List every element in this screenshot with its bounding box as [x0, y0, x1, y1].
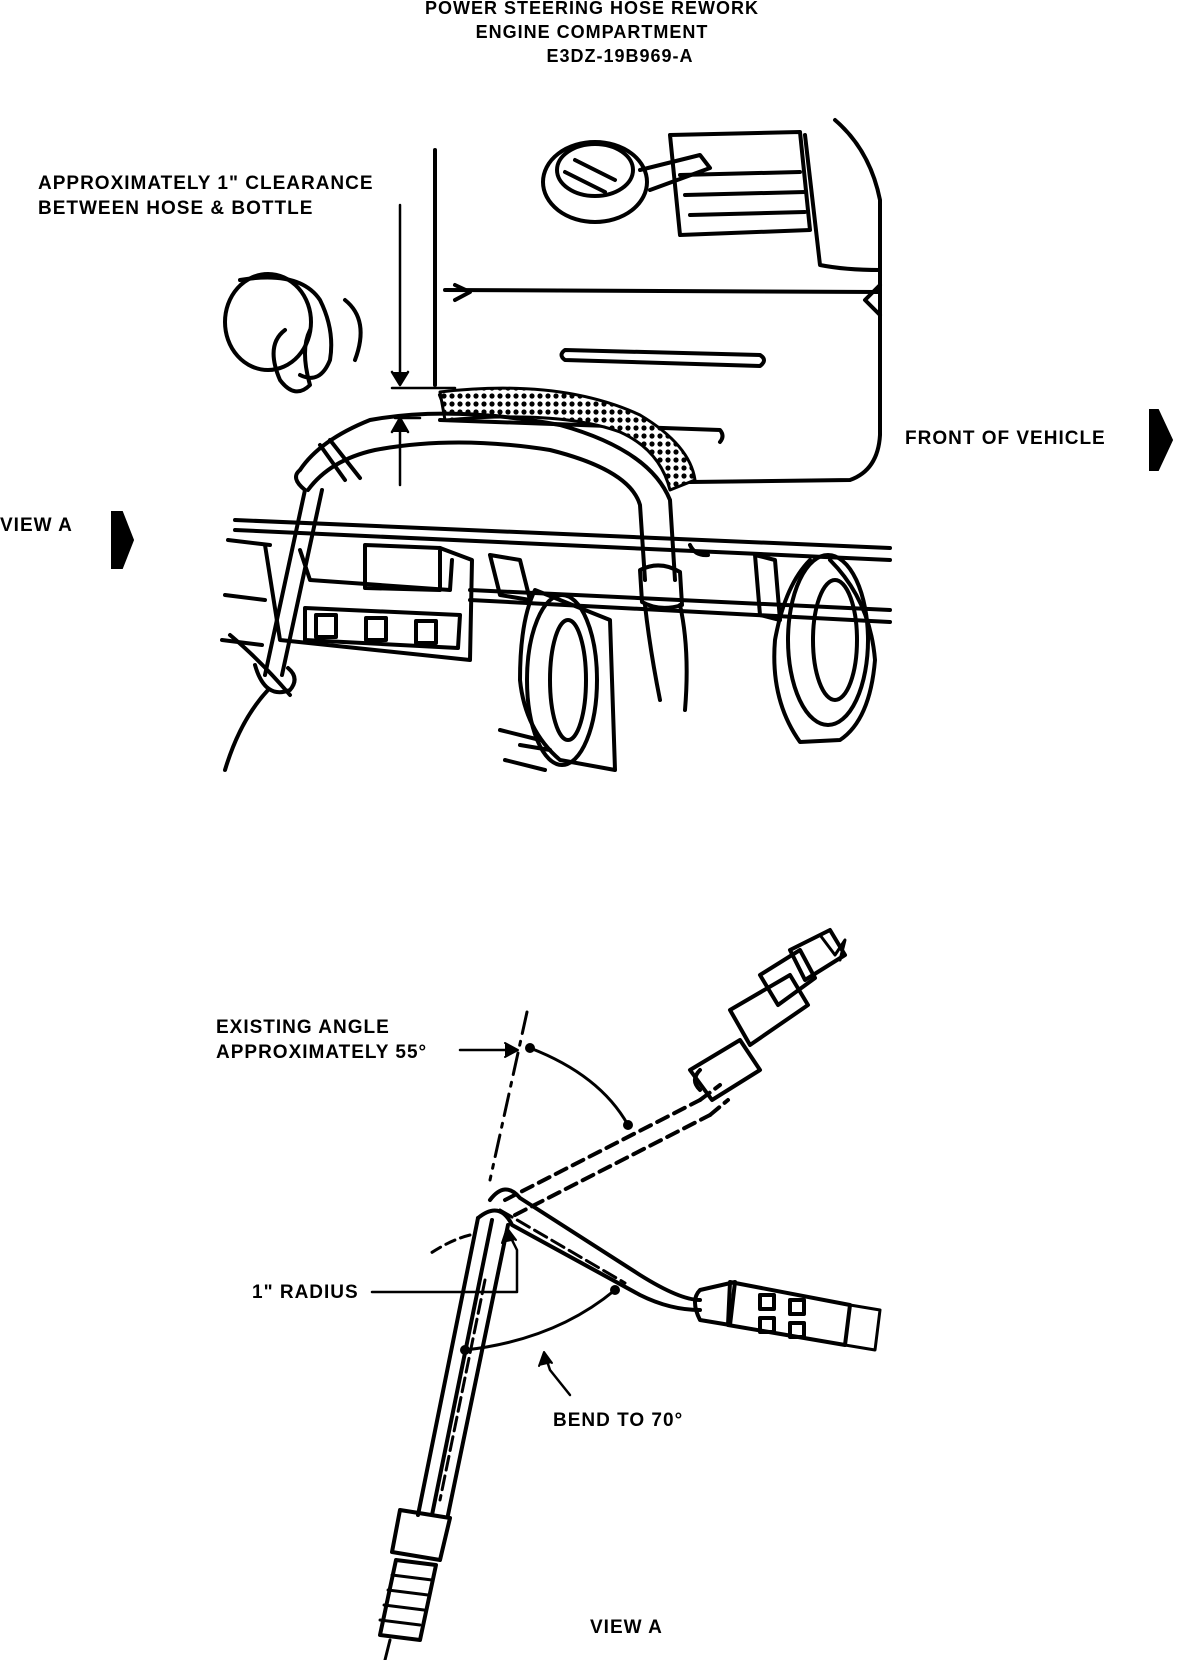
- existing-angle-label-line1: EXISTING ANGLE: [216, 1017, 390, 1038]
- front-of-vehicle-arrow-icon: [1149, 409, 1174, 471]
- radius-leader: [370, 1230, 519, 1294]
- view-a-pointer-label: VIEW A: [0, 515, 73, 536]
- engine-compartment-view: [220, 118, 892, 772]
- braided-hose-sleeve: [438, 386, 697, 492]
- reservoir-cap: [541, 140, 712, 224]
- existing-angle-arc: [528, 1046, 630, 1127]
- reservoir-bottle: [433, 118, 882, 484]
- existing-hose-position: [503, 1083, 730, 1217]
- diagram-title-line2: ENGINE COMPARTMENT: [475, 22, 709, 42]
- radius-label: 1" RADIUS: [252, 1282, 359, 1303]
- clearance-label-line2: BETWEEN HOSE & BOTTLE: [38, 198, 314, 219]
- horn-left: [488, 553, 617, 772]
- bend-label: BEND TO 70°: [553, 1410, 684, 1431]
- clearance-label-line1: APPROXIMATELY 1" CLEARANCE: [38, 173, 374, 194]
- module-bracket: [220, 538, 474, 662]
- view-a-diagram: [370, 928, 882, 1660]
- diagram-title-line1: POWER STEERING HOSE REWORK: [424, 0, 760, 18]
- existing-angle-label-line2: APPROXIMATELY 55°: [216, 1042, 428, 1063]
- reference-centerline: [488, 1010, 529, 1182]
- reworked-hose: [416, 1187, 702, 1517]
- bend-angle-arc: [463, 1288, 617, 1352]
- front-of-vehicle-label: FRONT OF VEHICLE: [905, 428, 1106, 449]
- power-steering-hose: [294, 411, 689, 712]
- diagram-part-number: E3DZ-19B969-A: [546, 46, 694, 66]
- wheel-well-edge: [223, 688, 270, 772]
- reworked-hose-end-fitting: [693, 1280, 882, 1352]
- view-a-arrow-icon: [111, 511, 135, 569]
- clearance-dimension: [390, 203, 457, 487]
- dipstick-handle: [223, 272, 363, 394]
- threaded-end-fitting: [378, 1508, 452, 1660]
- reservoir-label-plate: [668, 130, 812, 237]
- horn-right: [753, 553, 877, 744]
- existing-hose-end-fitting: [688, 928, 847, 1102]
- view-a-caption: VIEW A: [590, 1617, 663, 1638]
